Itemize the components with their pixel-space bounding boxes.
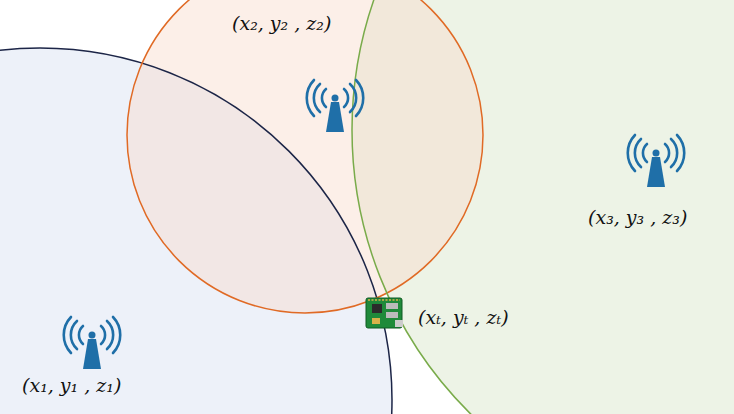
circle-outline xyxy=(0,48,392,414)
coordinate-label: (x₃, y₃ , z₃) xyxy=(588,206,687,229)
circle-outline xyxy=(127,0,483,313)
coverage-circle xyxy=(127,0,483,313)
board-icon xyxy=(366,298,403,328)
antenna-icon xyxy=(628,135,684,187)
coordinate-label: (x₂, y₂ , z₂) xyxy=(232,12,331,35)
coordinate-label: (xₜ, yₜ , zₜ) xyxy=(418,306,509,329)
antenna-icon xyxy=(307,80,363,132)
circle-outline xyxy=(352,0,734,414)
coordinate-label: (x₁, y₁ , z₁) xyxy=(22,374,121,397)
antenna-icon xyxy=(64,317,120,369)
